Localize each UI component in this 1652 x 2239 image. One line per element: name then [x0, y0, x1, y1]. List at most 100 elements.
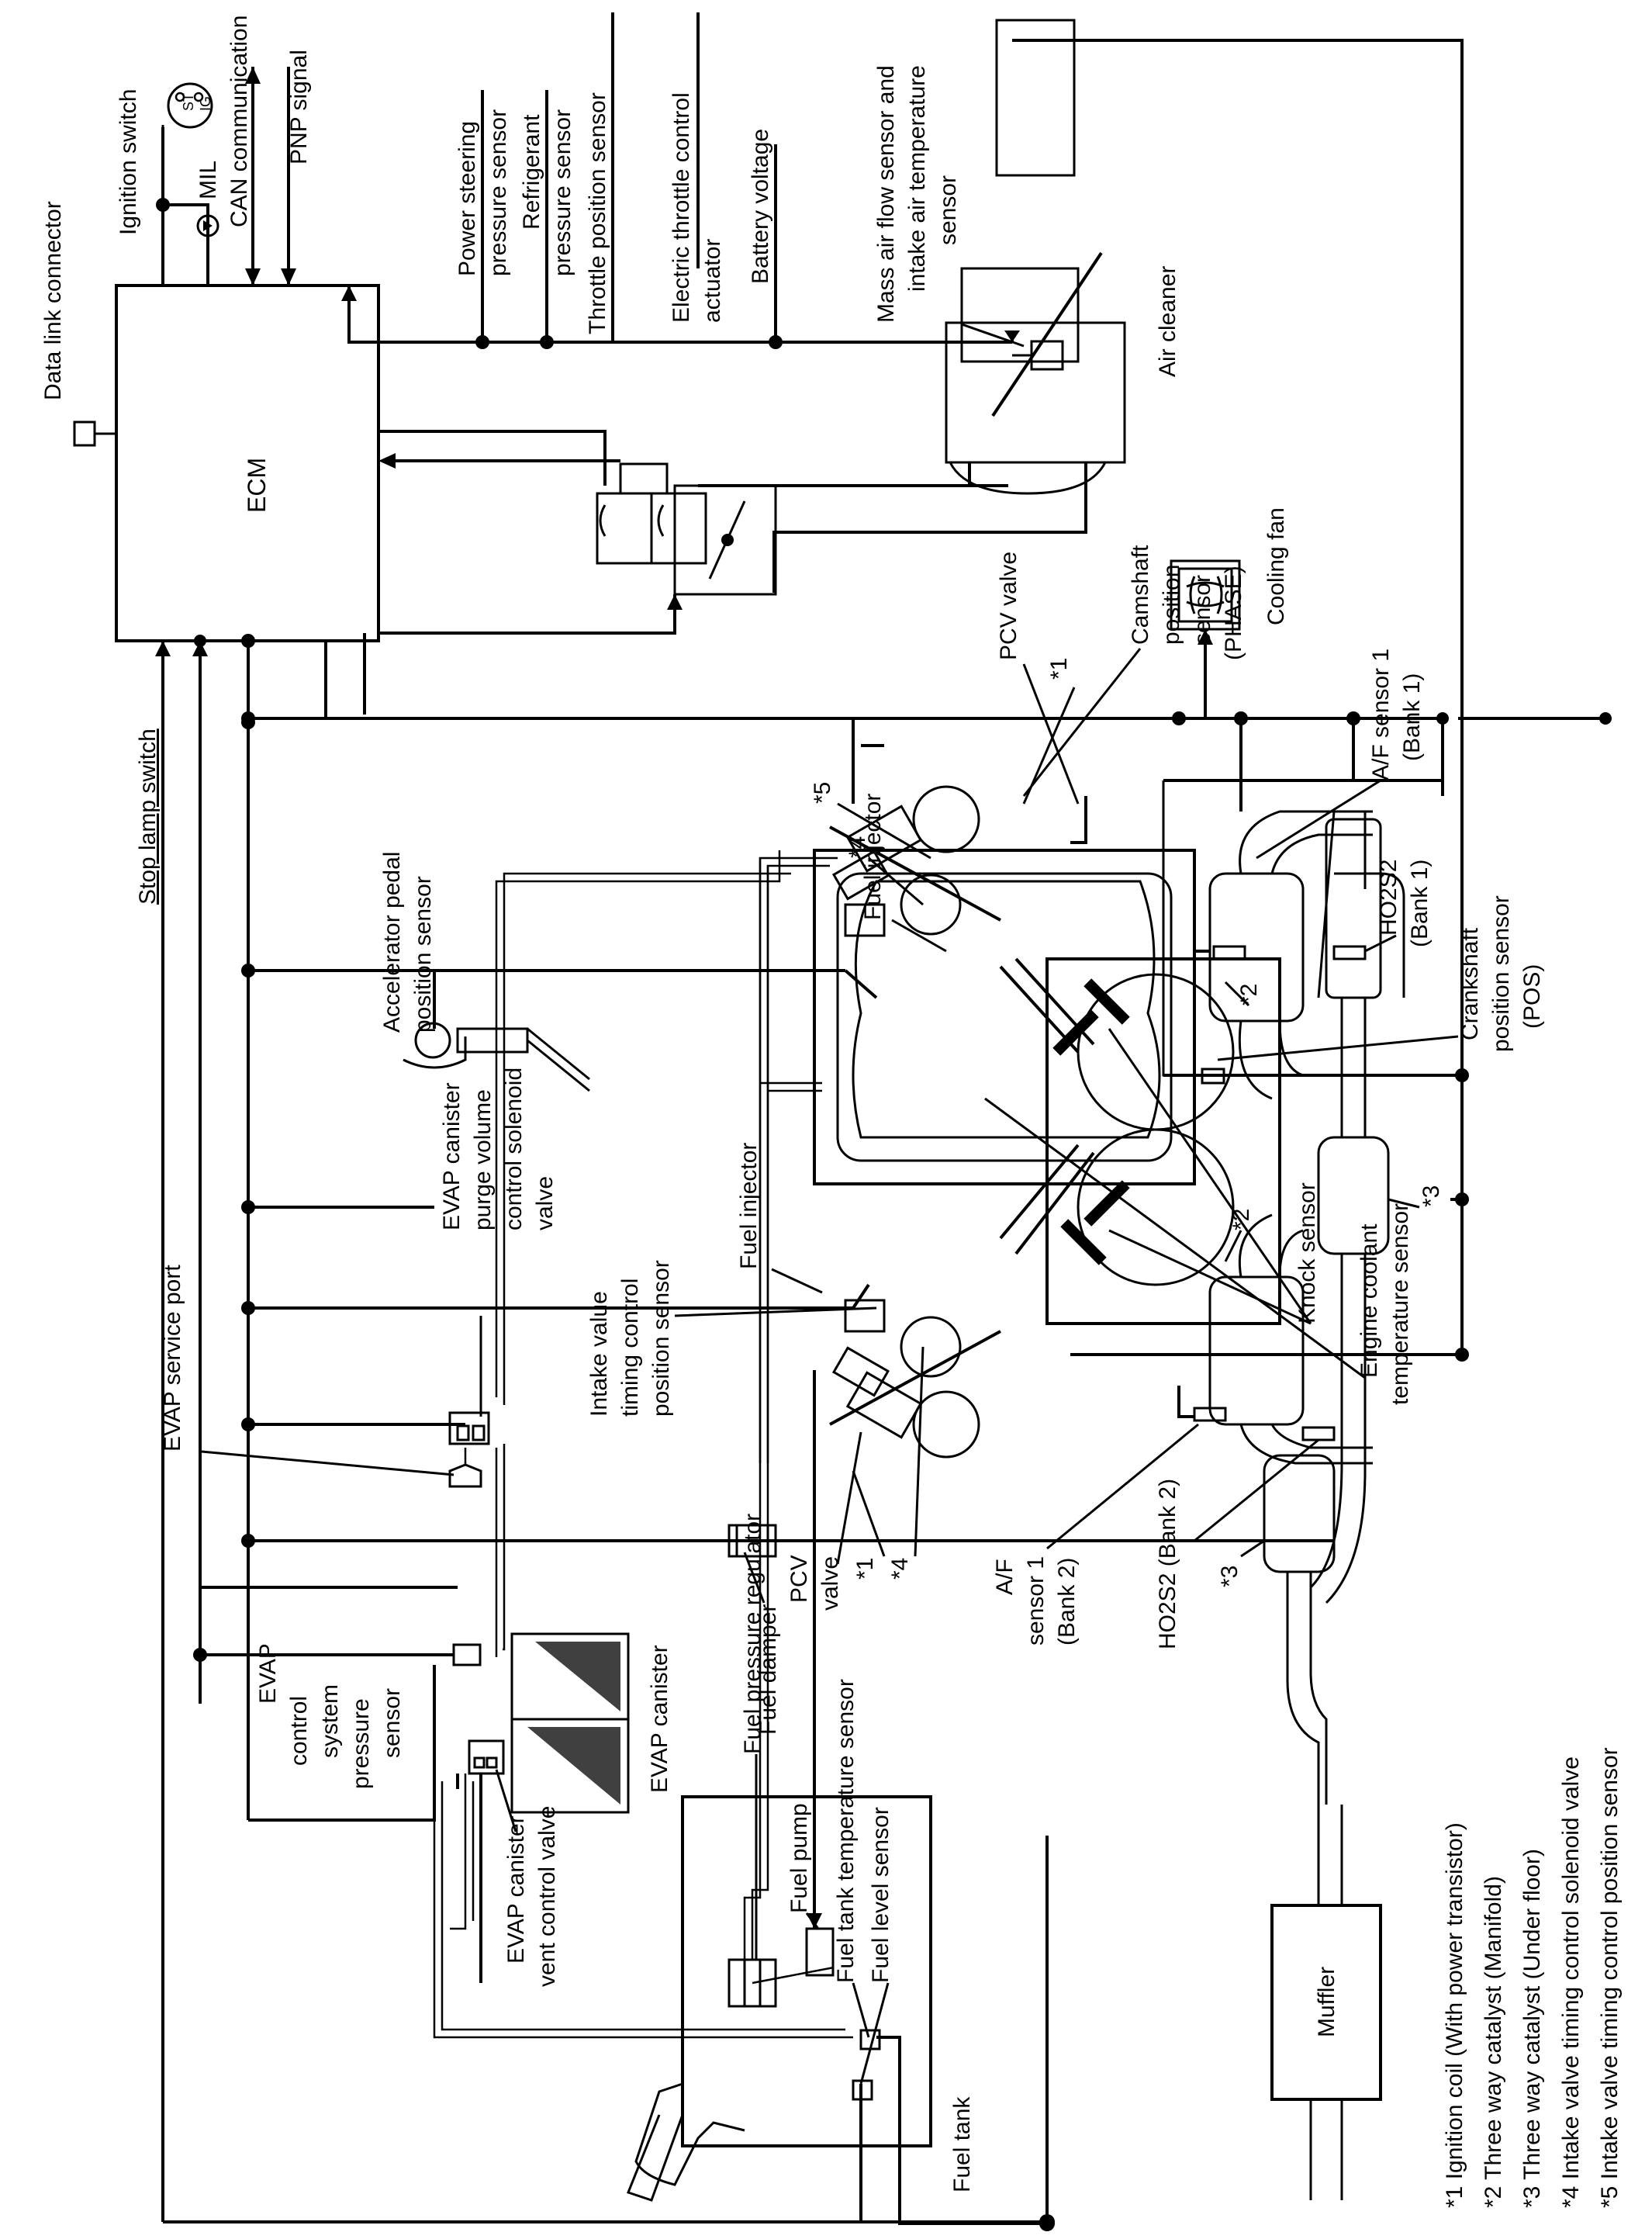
camshaft-sensor-label-1: Camshaft	[1128, 545, 1153, 645]
ho2s2-bank2-label: HO2S2 (Bank 2)	[1155, 1479, 1180, 1649]
fuel-tank: Fuel tank	[627, 1795, 975, 2202]
exhaust-bank1	[1208, 810, 1405, 1100]
legend: *1 Ignition coil (With power transistor)…	[1442, 1747, 1623, 2208]
can-communication-label: CAN communication	[226, 16, 252, 227]
af-bank2-label-2: sensor 1	[1023, 1556, 1049, 1646]
fuel-tank-temp-label: Fuel tank temperature sensor	[833, 1679, 859, 1983]
accelerator-pedal-position-sensor: Accelerator pedal position sensor	[379, 852, 590, 1092]
star3-left-label: *3	[1217, 1566, 1242, 1587]
etc-actuator-label-2: actuator	[700, 239, 725, 323]
af-bank1-label-1: A/F sensor 1	[1368, 649, 1394, 780]
ignition-switch-st: ST	[181, 93, 196, 111]
legend-item-5: *5 Intake valve timing control position …	[1597, 1747, 1623, 2208]
app-sensor-label-1: Accelerator pedal	[379, 852, 405, 1033]
ho2s2-bank1-label-2: (Bank 1)	[1407, 860, 1433, 947]
maf-label-3: sensor	[935, 175, 961, 245]
data-link-connector-label: Data link connector	[40, 201, 66, 400]
pcv-valve-top-label: PCV valve	[996, 552, 1021, 660]
fuel-damper-label: Fuel damper	[755, 1604, 781, 1735]
exhaust-bank2	[1208, 1213, 1373, 1465]
air-cleaner-label: Air cleaner	[1155, 266, 1180, 377]
evap-pressure-label-4: pressure	[348, 1698, 374, 1789]
crank-sensor-label-1: Crankshaft	[1457, 927, 1483, 1040]
maf-label-1: Mass air flow sensor and	[873, 65, 899, 323]
crank-sensor-label-3: (POS)	[1519, 964, 1545, 1029]
ecm-box: ECM	[115, 284, 380, 642]
star2-bottom-label: *2	[1229, 1209, 1254, 1230]
ivtc-sensor-label-3: position sensor	[648, 1260, 674, 1417]
pnp-signal-label: PNP signal	[286, 50, 312, 164]
cooling-fan: Cooling fan	[1170, 507, 1289, 631]
purge-valve-label-4: valve	[532, 1176, 558, 1230]
evap-service-port: EVAP service port	[160, 1265, 482, 1488]
fuel-level-label: Fuel level sensor	[868, 1807, 893, 1983]
af-bank2-label-1: A/F	[992, 1559, 1018, 1595]
star3-right-label: *3	[1419, 1185, 1444, 1207]
mil-lamp: MIL	[195, 161, 221, 237]
pcv-valve-bottom-label-2: valve	[817, 1556, 843, 1611]
throttle-position-sensor-label: Throttle position sensor	[585, 92, 610, 334]
evap-service-port-label: EVAP service port	[160, 1265, 185, 1452]
vent-valve-label-1: EVAP canister	[503, 1815, 529, 1964]
cylinder-head-bank1	[829, 785, 1001, 937]
pcv-valve-bottom-label-1: PCV	[786, 1555, 812, 1603]
ivtc-sensor-label-1: Intake value	[586, 1291, 612, 1417]
muffler-label: Muffler	[1314, 1967, 1339, 2037]
refrigerant-label-2: pressure sensor	[550, 109, 575, 276]
ect-sensor-label-1: Engine coolant	[1357, 1223, 1382, 1378]
star4-top-label: *4	[845, 836, 870, 858]
vent-valve-label-2: vent control valve	[534, 1806, 560, 1987]
fuel-tank-label: Fuel tank	[949, 2096, 975, 2192]
stop-lamp-switch-label: Stop lamp switch	[135, 728, 161, 905]
af-bank2-label-3: (Bank 2)	[1054, 1558, 1080, 1646]
evap-control-system-pressure-sensor: EVAP control system pressure sensor	[255, 1643, 482, 1789]
cooling-fan-label: Cooling fan	[1263, 507, 1289, 625]
legend-item-4: *4 Intake valve timing control solenoid …	[1558, 1756, 1584, 2208]
purge-valve-label-3: control solenoid	[501, 1068, 527, 1230]
app-sensor-label-2: position sensor	[410, 876, 436, 1033]
ignition-switch: ST IG Ignition switch	[116, 82, 213, 235]
legend-item-1: *1 Ignition coil (With power transistor)	[1442, 1822, 1467, 2208]
star5-label: *5	[810, 782, 835, 804]
ignition-switch-label: Ignition switch	[116, 89, 141, 235]
star1-bottom-label: *1	[852, 1558, 878, 1580]
battery-voltage-label: Battery voltage	[748, 129, 773, 284]
cylinder-head-bank2	[829, 1299, 1001, 1459]
star2-top-label: *2	[1236, 984, 1262, 1005]
evap-canister-label: EVAP canister	[647, 1645, 672, 1793]
legend-item-2: *2 Three way catalyst (Manifold)	[1481, 1876, 1506, 2208]
ignition-switch-ig: IG	[198, 96, 213, 111]
evap-pressure-label-3: system	[317, 1684, 343, 1758]
refrigerant-label-1: Refrigerant	[519, 114, 544, 230]
purge-valve-label-2: purge volume	[470, 1089, 496, 1230]
underfloor-catalyst-bank1: *3	[1317, 998, 1444, 1255]
muffler: Muffler	[1270, 1904, 1382, 2101]
knock-sensor-label: Knock sensor	[1294, 1182, 1320, 1324]
etc-actuator-label-1: Electric throttle control	[669, 92, 694, 323]
crank-sensor-label-2: position sensor	[1488, 895, 1514, 1052]
evap-pressure-label-1: EVAP	[255, 1643, 281, 1704]
power-steering-label-2: pressure sensor	[486, 109, 511, 276]
evap-canister: EVAP canister	[510, 1632, 672, 1814]
purge-valve-label-1: EVAP canister	[439, 1082, 465, 1230]
fuel-pump-label: Fuel pump	[786, 1803, 812, 1913]
mil-label: MIL	[195, 161, 221, 199]
ect-sensor-label-2: temperature sensor	[1388, 1203, 1413, 1405]
maf-label-2: intake air temperature	[904, 65, 930, 292]
evap-canister-vent-control-valve: EVAP canister vent control valve	[468, 1739, 560, 1987]
fuel-damper: Fuel damper	[728, 1524, 781, 1735]
evap-pressure-label-2: control	[286, 1696, 312, 1766]
evap-pressure-label-5: sensor	[379, 1688, 405, 1758]
ivtc-sensor-label-2: timing control	[617, 1279, 643, 1417]
legend-item-3: *3 Three way catalyst (Under floor)	[1519, 1849, 1545, 2208]
star4-bottom-label: *4	[887, 1558, 913, 1580]
air-cleaner: Air cleaner	[945, 19, 1180, 495]
af-bank1-label-2: (Bank 1)	[1399, 673, 1425, 761]
fuel-injector-top-label: Fuel injector	[860, 794, 886, 920]
throttle-body	[596, 462, 777, 596]
star1-top-label: *1	[1046, 658, 1072, 680]
ho2s2-bank1-label-1: HO2S2	[1376, 860, 1401, 936]
ecm-label: ECM	[243, 458, 271, 513]
